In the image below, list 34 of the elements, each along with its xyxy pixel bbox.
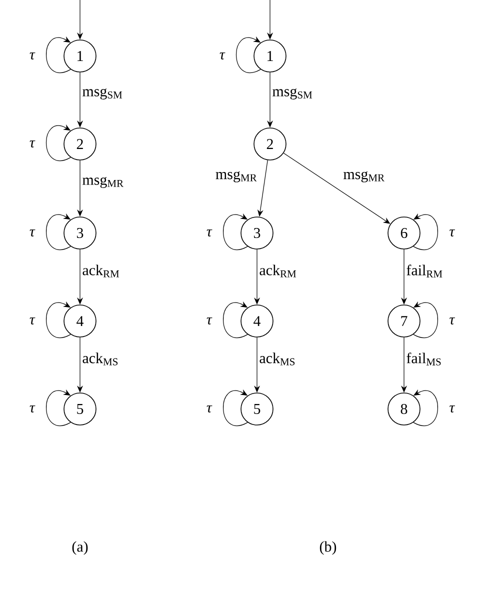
transition-label: fail$_{MS}$ [406, 352, 441, 366]
loop-label: τ [30, 52, 36, 60]
loop-label: τ [30, 317, 36, 325]
transition-label: ack$_{RM}$ [260, 264, 296, 278]
transition-label: msg$_{SM}$ [82, 88, 122, 100]
transition-label: ack$_{MS}$ [82, 352, 118, 366]
transition-label: msg$_{MR}$ [82, 177, 124, 188]
loop-label: τ [206, 317, 212, 325]
self-loop-arrow [46, 36, 71, 73]
loop-label: τ [206, 406, 212, 413]
loop-label: τ [30, 229, 36, 236]
transition-label: ack$_{RM}$ [82, 264, 120, 278]
transition-label: msg$_{SM}$ [272, 88, 312, 100]
loop-label: τ [30, 140, 36, 148]
self-loop-arrow [222, 301, 248, 338]
self-loop-arrow [46, 301, 71, 338]
loop-label: τ [220, 52, 226, 60]
transition-label: msg$_{MR}$ [216, 171, 257, 182]
transition-label: fail$_{RM}$ [406, 264, 442, 278]
loop-label: τ [30, 406, 36, 413]
loop-label: τ [450, 317, 456, 325]
self-loop-arrow [46, 389, 71, 426]
self-loop-arrow [222, 213, 248, 250]
self-loop-arrow [222, 389, 248, 426]
transition-label: msg$_{MR}$ [344, 171, 385, 182]
self-loop-arrow [46, 124, 71, 161]
self-loop-arrow [46, 213, 71, 250]
loop-label: τ [206, 229, 212, 236]
self-loop-arrow [236, 36, 261, 73]
panel-caption: (a) [72, 541, 88, 555]
transition-label: ack$_{MS}$ [260, 352, 295, 366]
loop-label: τ [450, 229, 456, 236]
panel-caption: (b) [320, 541, 336, 555]
loop-label: τ [450, 406, 456, 413]
